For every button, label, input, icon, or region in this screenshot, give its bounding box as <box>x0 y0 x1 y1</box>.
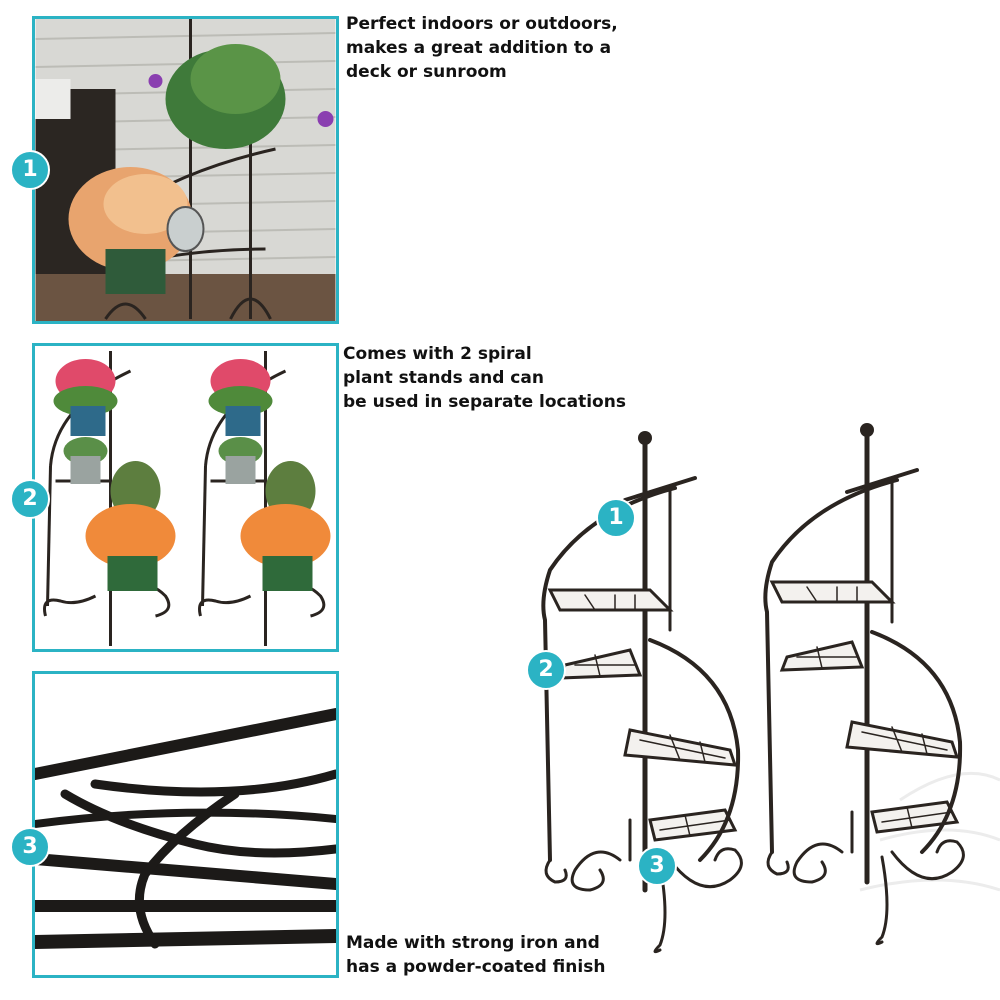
spiral-plant-stands-illustration <box>541 420 1000 954</box>
photo-deck-panel <box>32 16 339 324</box>
deck-photo <box>35 19 336 321</box>
caption-line: has a powder-coated finish <box>346 957 606 977</box>
caption-two-stands: Comes with 2 spiral plant stands and can… <box>343 342 643 414</box>
product-callout-badge-2: 2 <box>526 650 566 690</box>
caption-line: plant stands and can <box>343 368 544 388</box>
callout-badge-3: 3 <box>10 827 50 867</box>
caption-line: be used in separate locations <box>343 392 626 412</box>
callout-badge-1: 1 <box>10 150 50 190</box>
product-callout-badge-1: 1 <box>596 498 636 538</box>
caption-line: Perfect indoors or outdoors, <box>346 14 618 34</box>
iron-closeup-photo <box>35 674 336 975</box>
photo-two-stands-panel <box>32 343 339 652</box>
callout-badge-2: 2 <box>10 479 50 519</box>
caption-line: makes a great addition to a <box>346 38 612 58</box>
photo-iron-closeup-panel <box>32 671 339 978</box>
product-callout-badge-3: 3 <box>637 846 677 886</box>
caption-line: Made with strong iron and <box>346 933 600 953</box>
caption-iron-finish: Made with strong iron and has a powder-c… <box>346 931 646 979</box>
caption-line: deck or sunroom <box>346 62 507 82</box>
caption-indoor-outdoor: Perfect indoors or outdoors, makes a gre… <box>346 12 646 84</box>
two-stands-photo <box>35 346 336 649</box>
caption-line: Comes with 2 spiral <box>343 344 532 364</box>
